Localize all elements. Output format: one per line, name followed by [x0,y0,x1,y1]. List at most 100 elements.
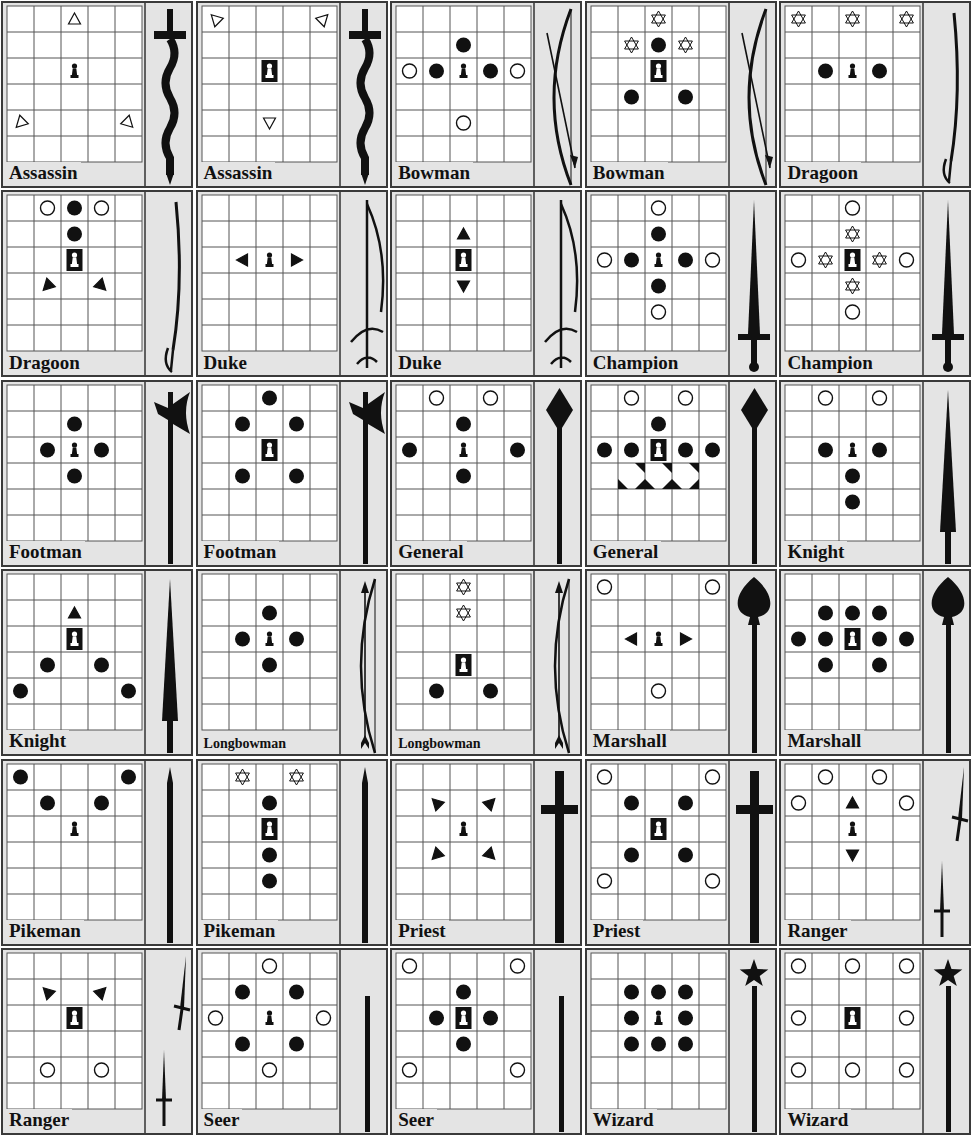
grid-line [396,110,531,111]
move-dot [456,985,471,1000]
piece-tile: Duke [196,190,388,377]
move-grid [396,6,531,162]
grid-ground [785,195,920,351]
move-dot [289,632,304,647]
pawn-body [460,258,468,268]
grid-line [396,1005,531,1006]
jump-circle [900,1011,914,1025]
piece-tile: Dragoon [1,190,193,377]
piece-tile: Footman [196,380,388,567]
pawn-head [72,253,77,258]
jump-circle [511,959,525,973]
grid-ground [7,953,142,1109]
grid-ground [591,6,726,162]
move-dot [705,442,720,457]
weapon-icon [154,9,186,185]
tile-art [781,3,971,188]
pawn-body [71,637,79,647]
grid-line [396,136,531,137]
grid-line [202,652,337,653]
grid-line [396,299,531,300]
jump-circle [819,770,833,784]
jump-circle [208,1011,222,1025]
move-dot [510,442,525,457]
grid-line [202,325,337,326]
weapon-icon [737,577,770,753]
grid-ground [396,574,531,730]
grid-line [202,893,337,894]
piece-marker-dark [261,439,277,461]
jump-circle [819,391,833,405]
piece-name: Assassin [6,162,81,184]
pawn-body [654,69,662,79]
weapon-arrow [555,581,563,749]
move-dot [121,684,136,699]
grid-line [591,325,726,326]
weapon-icon [741,388,768,564]
move-dot [872,606,887,621]
pawn-body [654,637,662,647]
slide-arrow [847,797,859,808]
panel-divider [533,571,535,756]
move-dot [624,253,639,268]
grid-line [396,247,531,248]
jump-circle [316,1011,330,1025]
command-mark [645,479,655,489]
jump-slide-arrow [121,115,137,131]
pawn-head [850,442,855,447]
grid-line [396,436,531,437]
move-grid [7,195,142,351]
grid-line [591,84,726,85]
piece-tile: Priest [585,759,777,946]
grid-ground [785,385,920,541]
weapon-dagger [174,1006,190,1030]
weapon-dagger [361,173,369,185]
grid-line [785,893,920,894]
jump-circle [792,796,806,810]
weapon-lance [167,721,173,753]
pawn-head [266,632,271,637]
move-dot [289,1037,304,1052]
grid-ground [202,6,337,162]
jump-circle [624,391,638,405]
jump-circle [457,116,471,130]
grid-line [396,789,531,790]
weapon-lance [162,579,178,721]
panel-divider [923,761,925,946]
pawn-head [850,1010,855,1015]
pawn-head [656,442,661,447]
weapon-icon [555,579,569,753]
weapon-icon [162,579,178,753]
grid-line [785,84,920,85]
grid-line [202,704,337,705]
pawn-body [265,1016,273,1026]
tile-art [3,571,193,756]
weapon-sword [738,334,770,340]
weapon-icon [547,9,578,185]
grid-line [202,841,337,842]
move-dot [94,795,109,810]
piece-name: Ranger [784,920,850,942]
grid-line [7,1057,142,1058]
grid-line [591,136,726,137]
piece-tile: Seer [196,948,388,1135]
pawn-body [654,826,662,836]
panel-divider [339,192,341,377]
piece-tile: Pikeman [1,759,193,946]
move-dot [791,632,806,647]
command-mark [635,463,645,473]
move-dot [235,416,250,431]
strike-star [457,583,471,595]
piece-marker-dark [845,628,861,650]
piece-name: Ranger [6,1109,72,1131]
grid-line [785,110,920,111]
jump-circle [900,253,914,267]
strike-star [457,579,471,591]
weapon-dagger [940,861,944,911]
pawn-head [461,253,466,258]
move-dot [262,847,277,862]
panel-divider [923,571,925,756]
pawn-body [460,69,468,79]
tile-art [3,192,193,377]
strike-star [846,11,860,23]
